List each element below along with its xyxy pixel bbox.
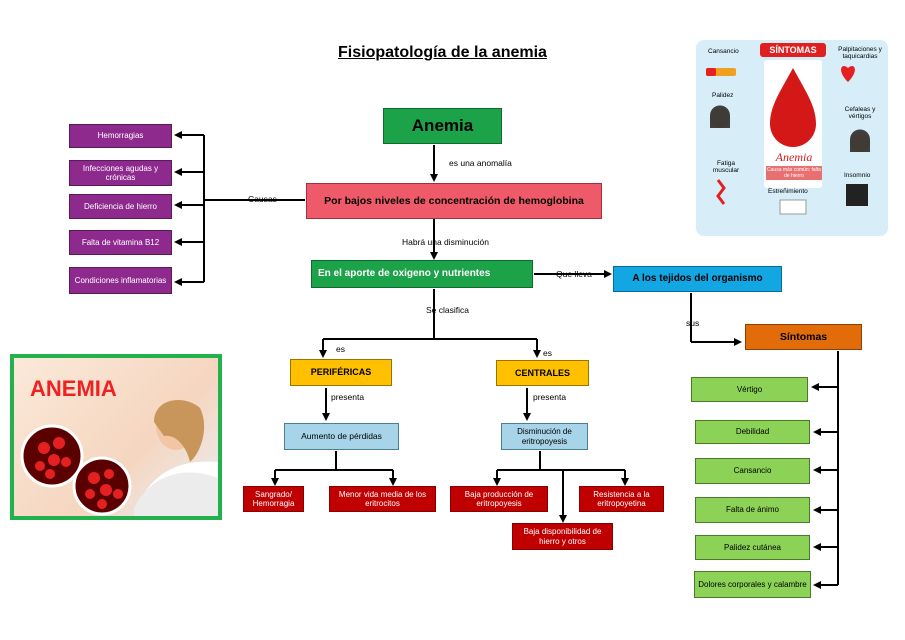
label-presenta-right: presenta bbox=[533, 392, 567, 402]
drop-caption: Causa más común: falta de hierro bbox=[766, 166, 822, 180]
outcome-box: Menor vida media de los eritrocitos bbox=[329, 486, 436, 512]
node-anemia: Anemia bbox=[383, 108, 502, 144]
node-aporte: En el aporte de oxigeno y nutrientes bbox=[311, 260, 533, 288]
anemia-word: ANEMIA bbox=[30, 376, 117, 401]
infographic-item: Palidez bbox=[712, 92, 734, 99]
label-causas: Causas bbox=[248, 194, 277, 204]
infographic-item: Insomnio bbox=[844, 172, 871, 179]
label-es-anomalia: es una anomalía bbox=[449, 158, 512, 168]
node-aumento: Aumento de pérdidas bbox=[284, 423, 399, 450]
cause-box: Hemorragias bbox=[69, 124, 172, 148]
symptom-box: Dolores corporales y calambre bbox=[694, 571, 811, 598]
label-es-left: es bbox=[336, 344, 345, 354]
symptom-box: Vértigo bbox=[691, 377, 808, 402]
infographic-item: Cansancio bbox=[708, 48, 739, 55]
infographic-item: Palpitaciones y taquicardias bbox=[838, 46, 882, 60]
page-title: Fisiopatología de la anemia bbox=[338, 44, 547, 61]
outcome-box: Sangrado/ Hemorragia bbox=[243, 486, 304, 512]
node-hemoglobina: Por bajos niveles de concentración de he… bbox=[306, 183, 602, 219]
blood-drop-image bbox=[706, 60, 870, 215]
label-que-lleva: Que lleva bbox=[556, 269, 592, 279]
symptom-box: Cansancio bbox=[695, 458, 810, 484]
symptoms-infographic: SÍNTOMAS Cansancio Palidez Fatiga muscul… bbox=[696, 40, 888, 236]
infographic-item: Cefaleas y vértigos bbox=[844, 106, 876, 120]
infographic-header: SÍNTOMAS bbox=[760, 43, 826, 57]
cause-box: Condiciones inflamatorias bbox=[69, 267, 172, 294]
symptom-box: Debilidad bbox=[695, 420, 810, 444]
label-se-clasifica: Se clasifica bbox=[426, 305, 469, 315]
infographic-item: Fatiga muscular bbox=[712, 160, 740, 174]
node-sintomas: Síntomas bbox=[745, 324, 862, 350]
label-es-right: es bbox=[543, 348, 552, 358]
outcome-box: Baja producción de eritropoyesis bbox=[450, 486, 548, 512]
cause-box: Infecciones agudas y crónicas bbox=[69, 160, 172, 186]
symptom-box: Palidez cutánea bbox=[695, 535, 810, 560]
cause-box: Deficiencia de hierro bbox=[69, 194, 172, 219]
label-disminucion: Habrá una disminución bbox=[402, 237, 489, 247]
node-disminucion-eritro: Disminución de eritropoyesis bbox=[501, 423, 588, 450]
outcome-box: Resistencia a la eritropoyetina bbox=[579, 486, 664, 512]
node-tejidos: A los tejidos del organismo bbox=[613, 266, 782, 292]
symptom-box: Falta de ánimo bbox=[695, 497, 810, 523]
blood-cells-image bbox=[20, 399, 218, 516]
node-centrales: CENTRALES bbox=[496, 360, 589, 386]
cause-box: Falta de vitamina B12 bbox=[69, 230, 172, 255]
label-presenta-left: presenta bbox=[331, 392, 365, 402]
infographic-item: Estreñimiento bbox=[768, 188, 808, 195]
node-perifericas: PERIFÉRICAS bbox=[290, 359, 392, 386]
drop-word: Anemia bbox=[775, 150, 813, 164]
anemia-illustration: ANEMIA bbox=[10, 354, 222, 520]
label-sus: sus bbox=[686, 318, 700, 328]
outcome-box: Baja disponibilidad de hierro y otros bbox=[512, 523, 613, 550]
